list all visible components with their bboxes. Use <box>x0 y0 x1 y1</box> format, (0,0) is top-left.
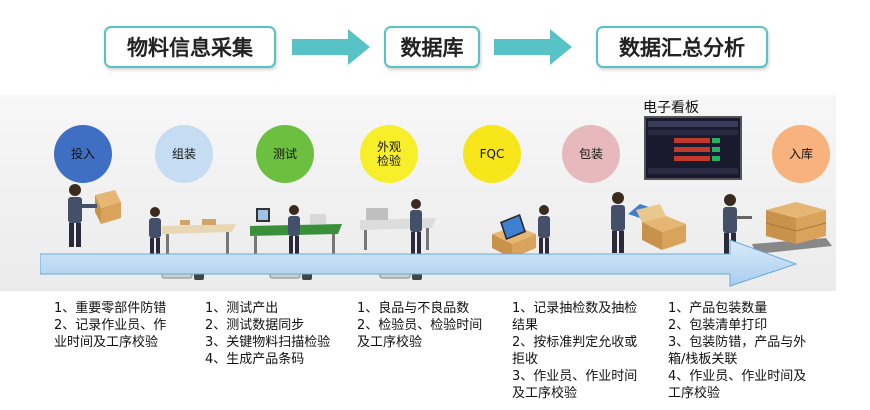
stage-label: 测试 <box>272 147 297 161</box>
description-line: 及工序校验 <box>357 335 423 350</box>
description-line: 4、作业员、作业时间及 <box>668 369 807 384</box>
description-inspection: 1、良品与不良品数 2、检验员、检验时间及工序校验 <box>357 300 482 351</box>
stage-label: 投入 <box>70 147 95 161</box>
flow-arrow-icon <box>292 29 370 65</box>
inspection-bench-icon <box>360 199 436 254</box>
stage-label: 包装 <box>578 147 603 161</box>
description-line: 1、良品与不良品数 <box>357 301 470 316</box>
description-line: 1、记录抽检数及抽检 <box>512 301 638 316</box>
stage-circle-visual-inspection: 外观 检验 <box>360 125 418 183</box>
process-flow-arrow-icon <box>40 239 798 287</box>
stage-label: FQC <box>479 147 505 161</box>
flow-step-analysis: 数据汇总分析 <box>596 26 768 68</box>
description-line: 4、生成产品条码 <box>205 352 305 367</box>
stage-label: 组装 <box>171 147 196 161</box>
description-line: 2、记录作业员、作 <box>54 318 167 333</box>
description-line: 2、检验员、检验时间 <box>357 318 483 333</box>
description-test: 1、测试产出 2、测试数据同步 3、关键物料扫描检验 4、生成产品条码 <box>205 300 330 368</box>
stage-label: 入库 <box>788 147 813 161</box>
description-line: 业时间及工序校验 <box>54 335 159 350</box>
description-line: 2、按标准判定允收或 <box>512 335 638 350</box>
description-line: 1、产品包装数量 <box>668 301 768 316</box>
description-packing: 1、产品包装数量 2、包装清单打印 3、包装防错，产品与外箱/栈板关联 4、作业员、作… <box>668 300 806 402</box>
worker-input-icon <box>68 184 121 247</box>
description-line: 2、包装清单打印 <box>668 318 768 333</box>
description-line: 1、测试产出 <box>205 301 279 316</box>
board-title: 电子看板 <box>643 100 699 116</box>
description-fqc: 1、记录抽检数及抽检结果 2、按标准判定允收或拒收 3、作业员、作业时间及工序校验 <box>512 300 637 402</box>
electronic-board-icon <box>644 116 742 180</box>
flow-step-database: 数据库 <box>384 26 480 68</box>
flow-arrow-icon <box>494 29 572 65</box>
description-input: 1、重要零部件防错 2、记录作业员、作业时间及工序校验 <box>54 300 166 351</box>
flow-step-label: 数据汇总分析 <box>619 36 745 60</box>
fqc-inspection-icon <box>492 205 550 258</box>
description-line: 3、作业员、作业时间 <box>512 369 638 384</box>
flow-step-label: 物料信息采集 <box>127 36 253 60</box>
description-line: 2、测试数据同步 <box>205 318 305 333</box>
flow-step-label: 数据库 <box>400 36 464 60</box>
description-line: 1、重要零部件防错 <box>54 301 167 316</box>
stage-circle-fqc: FQC <box>463 125 521 183</box>
stage-circle-warehousing: 入库 <box>772 125 830 183</box>
description-line: 工序校验 <box>668 386 721 401</box>
stage-circle-assembly: 组装 <box>155 125 213 183</box>
description-line: 结果 <box>512 318 539 333</box>
description-line: 3、关键物料扫描检验 <box>205 335 331 350</box>
packing-icon <box>611 192 686 253</box>
flow-step-material-collection: 物料信息采集 <box>104 26 276 68</box>
warehouse-pallet-icon <box>723 194 832 255</box>
stage-circle-input: 投入 <box>54 125 112 183</box>
test-bench-icon <box>250 205 342 256</box>
description-line: 拒收 <box>512 352 539 367</box>
description-line: 及工序校验 <box>512 386 578 401</box>
description-line: 3、包装防错，产品与外 <box>668 335 807 350</box>
assembly-table-icon <box>149 207 236 256</box>
description-line: 箱/栈板关联 <box>668 352 738 367</box>
stage-circle-packing: 包装 <box>562 125 620 183</box>
stage-circle-test: 测试 <box>256 125 314 183</box>
stage-label: 外观 检验 <box>376 140 401 168</box>
